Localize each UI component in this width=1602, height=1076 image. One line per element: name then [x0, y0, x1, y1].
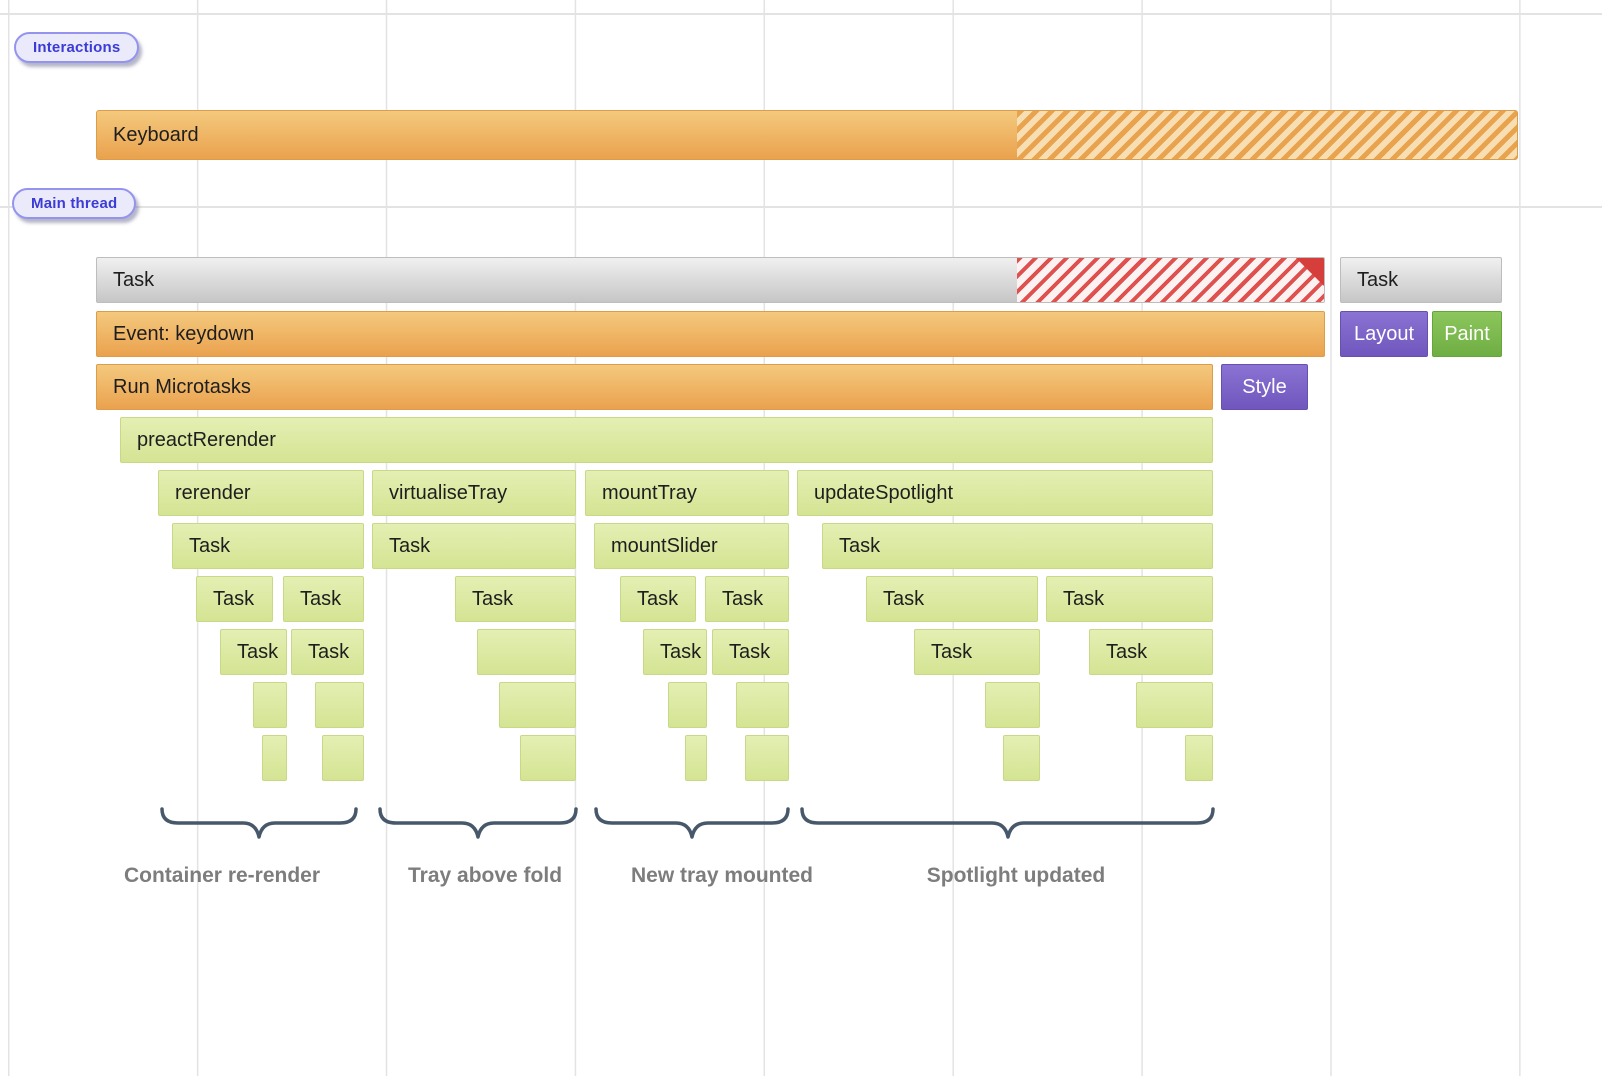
task-bar-label: Task [660, 640, 702, 663]
fn-bar-rerender[interactable]: rerender [158, 470, 364, 516]
task-bar[interactable]: Task [705, 576, 789, 622]
task-bar[interactable]: Task [283, 576, 364, 622]
task-bar[interactable]: Task [291, 629, 364, 675]
track-pill-interactions[interactable]: Interactions [14, 32, 140, 63]
track-separator-top [0, 13, 1602, 15]
task-bar-label: Task [189, 534, 231, 557]
task-bar-unlabeled[interactable] [499, 682, 576, 728]
task-bar-long[interactable]: Task [96, 257, 1325, 303]
task-bar[interactable]: Task [620, 576, 696, 622]
task-bar[interactable]: Task [866, 576, 1038, 622]
brace-spotlight-updated [800, 807, 1215, 839]
interaction-keyboard-label: Keyboard [113, 123, 199, 146]
fn-bar-mount-slider[interactable]: mountSlider [594, 523, 789, 569]
task-bar-unlabeled[interactable] [685, 735, 707, 781]
track-pill-main-thread-label: Main thread [31, 195, 118, 212]
task-bar[interactable]: Task [1089, 629, 1213, 675]
task-bar[interactable]: Task [172, 523, 364, 569]
track-pill-interactions-label: Interactions [33, 39, 121, 56]
fn-bar-update-spotlight[interactable]: updateSpotlight [797, 470, 1213, 516]
task-bar-label: Task [308, 640, 350, 663]
task-overrun-hatch [1017, 258, 1324, 302]
style-bar[interactable]: Style [1221, 364, 1308, 410]
task-bar-right-label: Task [1357, 268, 1399, 291]
event-keydown-bar[interactable]: Event: keydown [96, 311, 1325, 357]
run-microtasks-bar[interactable]: Run Microtasks [96, 364, 1213, 410]
annotation-container-rerender: Container re-render [123, 864, 321, 887]
task-bar[interactable]: Task [822, 523, 1213, 569]
task-bar-label: Task [213, 587, 255, 610]
annotation-tray-above-fold: Tray above fold [407, 864, 563, 887]
preact-rerender-bar[interactable]: preactRerender [120, 417, 1213, 463]
layout-bar-label: Layout [1353, 322, 1415, 345]
paint-bar-label: Paint [1444, 322, 1490, 345]
task-bar[interactable]: Task [712, 629, 789, 675]
fn-bar-mount-slider-label: mountSlider [611, 534, 718, 557]
task-bar-label: Task [931, 640, 973, 663]
interaction-keyboard-bar[interactable]: Keyboard [96, 110, 1518, 160]
task-bar-label: Task [839, 534, 881, 557]
run-microtasks-label: Run Microtasks [113, 375, 251, 398]
task-bar-label: Task [729, 640, 771, 663]
task-bar-label: Task [722, 587, 764, 610]
task-bar-label: Task [237, 640, 279, 663]
task-bar[interactable]: Task [220, 629, 287, 675]
task-bar-label: Task [472, 587, 514, 610]
style-bar-label: Style [1242, 375, 1287, 398]
task-bar-unlabeled[interactable] [1003, 735, 1040, 781]
fn-bar-mount-tray[interactable]: mountTray [585, 470, 789, 516]
task-bar-unlabeled[interactable] [1136, 682, 1213, 728]
task-bar-unlabeled[interactable] [985, 682, 1040, 728]
fn-bar-mount-tray-label: mountTray [602, 481, 697, 504]
task-bar-label: Task [389, 534, 431, 557]
track-separator-main-thread [0, 206, 1602, 208]
task-bar[interactable]: Task [196, 576, 273, 622]
long-task-alert-corner-icon [1296, 258, 1324, 286]
task-bar-unlabeled[interactable] [315, 682, 364, 728]
task-bar-unlabeled[interactable] [322, 735, 364, 781]
task-bar-right[interactable]: Task [1340, 257, 1502, 303]
fn-bar-update-spotlight-label: updateSpotlight [814, 481, 954, 504]
event-keydown-label: Event: keydown [113, 322, 255, 345]
task-bar[interactable]: Task [914, 629, 1040, 675]
task-bar-label: Task [637, 587, 679, 610]
task-bar-unlabeled[interactable] [262, 735, 287, 781]
annotation-new-tray-mounted: New tray mounted [630, 864, 814, 887]
task-bar[interactable]: Task [455, 576, 576, 622]
brace-new-tray-mounted [594, 807, 790, 839]
paint-bar[interactable]: Paint [1432, 311, 1502, 357]
annotation-spotlight-updated: Spotlight updated [926, 864, 1106, 887]
preact-rerender-label: preactRerender [137, 428, 276, 451]
task-bar-unlabeled[interactable] [253, 682, 287, 728]
task-bar[interactable]: Task [1046, 576, 1213, 622]
task-bar-unlabeled[interactable] [668, 682, 707, 728]
task-bar-unlabeled[interactable] [520, 735, 576, 781]
task-bar-unlabeled[interactable] [736, 682, 789, 728]
task-bar-label: Task [1106, 640, 1148, 663]
task-bar-label: Task [300, 587, 342, 610]
brace-container-rerender [160, 807, 358, 839]
task-bar-unlabeled[interactable] [1185, 735, 1213, 781]
fn-bar-virtualise-tray-label: virtualiseTray [389, 481, 508, 504]
keyboard-pending-hatch [1017, 111, 1517, 159]
task-bar-unlabeled[interactable] [477, 629, 576, 675]
task-bar-label: Task [883, 587, 925, 610]
brace-tray-above-fold [378, 807, 578, 839]
task-bar-label: Task [1063, 587, 1105, 610]
task-bar-unlabeled[interactable] [745, 735, 789, 781]
task-bar[interactable]: Task [643, 629, 707, 675]
layout-bar[interactable]: Layout [1340, 311, 1428, 357]
task-bar-long-label: Task [113, 268, 155, 291]
task-bar[interactable]: Task [372, 523, 576, 569]
track-pill-main-thread[interactable]: Main thread [12, 188, 137, 219]
fn-bar-virtualise-tray[interactable]: virtualiseTray [372, 470, 576, 516]
fn-bar-rerender-label: rerender [175, 481, 251, 504]
